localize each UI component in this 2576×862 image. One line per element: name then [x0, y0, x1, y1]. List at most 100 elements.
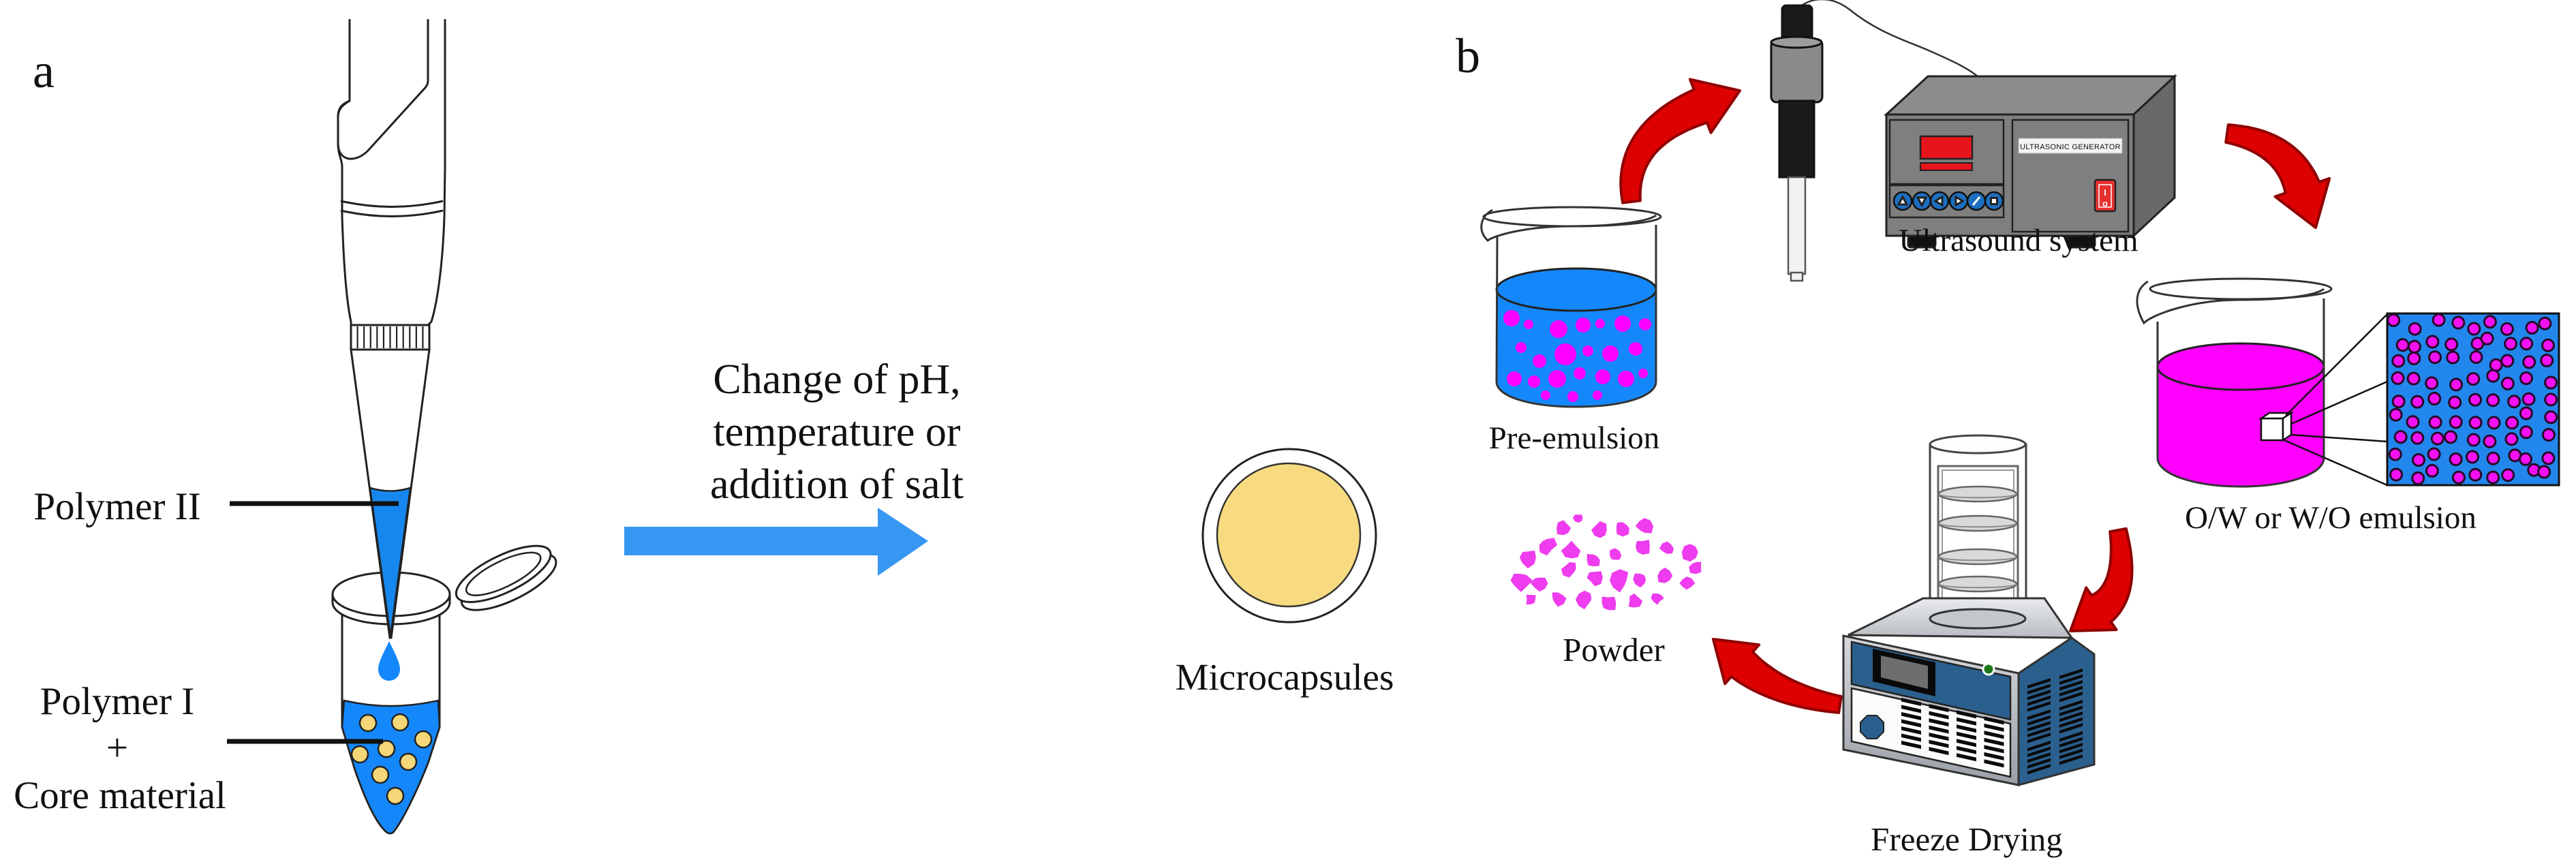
emulsion-droplet: [2412, 453, 2425, 467]
emulsion-droplet: [2408, 322, 2422, 336]
emulsion-droplet: [2411, 471, 2425, 485]
emulsion-droplet: [2444, 430, 2458, 444]
emulsion-droplet: [2486, 393, 2500, 407]
emulsion-droplet: [2425, 463, 2439, 478]
vent-slat: [2027, 690, 2051, 701]
emulsion-droplet: [2487, 416, 2501, 430]
vent-slat: [2027, 758, 2051, 769]
emulsion-droplet: [2389, 407, 2403, 422]
emulsion-droplet: [2432, 313, 2446, 327]
emulsion-droplet: [2428, 350, 2442, 365]
up-glyph: [1897, 194, 1909, 206]
generator-display-bar: [1920, 162, 1973, 171]
emulsion-droplet: [2500, 322, 2514, 336]
emulsion-droplet: [2467, 322, 2481, 336]
emulsion-droplet: [2504, 432, 2519, 446]
emulsion-droplet: [2500, 354, 2515, 368]
emulsion-droplet: [2446, 350, 2460, 365]
vent-slat: [1929, 704, 1949, 713]
pipette: [337, 19, 446, 639]
emulsion-droplet: [2519, 452, 2532, 466]
emulsion-droplet: [2391, 395, 2406, 409]
emulsion-droplet: [2505, 416, 2519, 430]
vent-slat: [1929, 747, 1949, 756]
emulsion-droplet: [2466, 450, 2479, 464]
emulsion-droplet: [2504, 337, 2518, 351]
emulsion-droplet: [2406, 415, 2420, 429]
generator-foot: [1907, 234, 1937, 249]
vent-slat: [2059, 700, 2083, 711]
emulsion-droplet: [2391, 354, 2406, 368]
emulsion-droplet: [1595, 369, 1610, 384]
emulsion-droplet: [2389, 467, 2404, 482]
pre-emulsion-beaker: [1480, 206, 1662, 408]
stop-glyph: [1990, 197, 1998, 205]
emulsion-droplet: [2544, 410, 2558, 425]
dryer-knob: [1860, 715, 1884, 739]
vent-slat: [2059, 668, 2083, 679]
vent-slat: [1901, 712, 1921, 721]
vent-slat: [1984, 745, 2004, 754]
vent-slat: [1984, 730, 2004, 739]
panel-a-label: a: [33, 44, 55, 98]
emulsion-droplet: [2425, 376, 2439, 390]
emulsion-droplet: [2541, 338, 2555, 352]
dryer-shelf-edge: [1938, 556, 2017, 561]
emulsion-droplet: [2521, 392, 2536, 406]
emulsion-droplet: [1614, 315, 1631, 332]
emulsion-droplet: [2544, 392, 2558, 407]
vent-slat: [2027, 721, 2051, 732]
vent-slat: [2059, 674, 2083, 685]
vent-slat: [1984, 723, 2004, 732]
dryer-shelf: [1937, 548, 2018, 566]
vent-slat: [2027, 695, 2051, 706]
vent-slat: [1957, 739, 1976, 748]
slash-glyph: [1972, 196, 1981, 206]
ow-liquid: [2158, 367, 2324, 487]
powder-particle: [1572, 514, 1583, 523]
powder-particle: [1526, 594, 1536, 605]
vent-slat: [1901, 698, 1921, 707]
plus-label: +: [106, 726, 128, 769]
vent-slat: [2059, 723, 2083, 734]
vent-slat: [2027, 709, 2051, 720]
emulsion-droplet: [2483, 315, 2497, 329]
core-dot: [414, 730, 433, 749]
vent-slat: [1901, 733, 1921, 742]
vent-slat: [2027, 741, 2051, 752]
emulsion-droplet: [2519, 337, 2534, 351]
core-dot: [350, 745, 369, 764]
vent-slat: [1984, 752, 2004, 760]
emulsion-droplet: [1582, 345, 1593, 356]
vent-slat: [2027, 752, 2051, 763]
microcapsules-label: Microcapsules: [1176, 656, 1394, 698]
dryer-chamber: [1929, 434, 2027, 620]
right-glyph: [1954, 195, 1965, 207]
powder-particle: [1591, 521, 1607, 538]
emulsion-droplet: [2391, 371, 2405, 385]
emulsion-droplet: [2410, 431, 2425, 445]
emulsion-droplet: [2507, 395, 2521, 409]
flow-arrow-2-icon: [2224, 123, 2331, 229]
emulsion-droplet: [1550, 320, 1567, 338]
core-dot: [386, 786, 405, 805]
emulsion-droplet: [1533, 354, 1546, 368]
emulsion-droplet: [2544, 375, 2558, 390]
emulsion-droplet: [2525, 321, 2539, 335]
vent-slat: [1957, 710, 1976, 719]
ow-beaker: [2136, 277, 2388, 488]
transition-arrow-icon: [624, 508, 928, 576]
zoom-lines: [2284, 313, 2388, 487]
dryer-side-vents: [2027, 668, 2083, 775]
emulsion-droplet: [2451, 315, 2466, 330]
vent-slat: [2027, 701, 2051, 712]
flow-arrow-4-icon: [1712, 638, 1843, 714]
emulsion-droplet: [1503, 310, 1520, 326]
dryer-port: [1929, 608, 2027, 630]
emulsion-droplet: [2486, 369, 2500, 383]
emulsion-droplet: [2425, 335, 2440, 349]
vent-slat: [2059, 754, 2083, 765]
probe-shaft: [1787, 176, 1807, 275]
powder-particle: [1561, 562, 1576, 578]
vent-slat: [2059, 711, 2083, 722]
